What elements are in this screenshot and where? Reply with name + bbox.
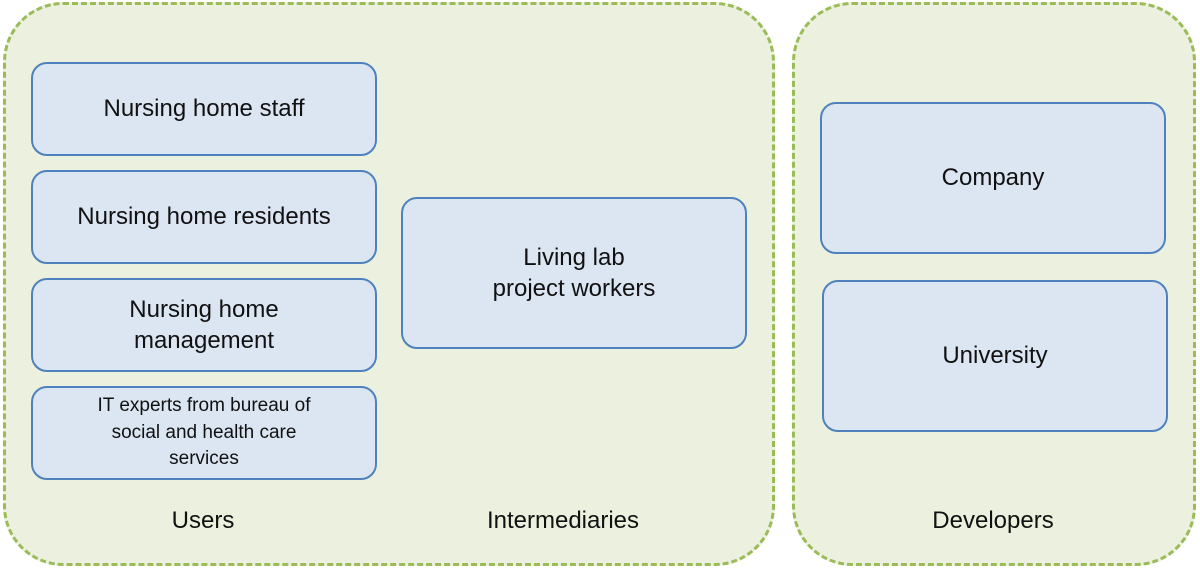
nursing-home-residents-label: Nursing home residents: [77, 203, 331, 231]
company-box: Company: [820, 102, 1166, 254]
intermediaries-group-label: Intermediaries: [486, 507, 640, 534]
living-lab-label-line-1: Living lab: [523, 243, 625, 271]
nursing-home-staff-box: Nursing home staff: [31, 62, 377, 156]
living-lab-label-line-2: project workers: [492, 275, 656, 302]
it-experts-label-line-3: services: [169, 448, 239, 470]
it-experts-label-line-1: IT experts from bureau of: [97, 395, 311, 417]
university-box: University: [822, 280, 1168, 432]
living-lab-project-workers-box: Living lab project workers: [401, 197, 747, 349]
university-label: University: [942, 342, 1048, 370]
nursing-home-staff-label: Nursing home staff: [103, 95, 305, 123]
developers-group-label: Developers: [932, 507, 1054, 534]
it-experts-label-line-2: social and health care: [111, 421, 297, 443]
company-label: Company: [941, 164, 1045, 192]
nursing-home-management-box: Nursing home management: [31, 278, 377, 372]
users-group-label: Users: [171, 507, 235, 534]
nursing-home-management-label-line-1: Nursing home: [129, 295, 279, 323]
nursing-home-management-label-line-2: management: [133, 327, 275, 354]
nursing-home-residents-box: Nursing home residents: [31, 170, 377, 264]
it-experts-box: IT experts from bureau of social and hea…: [31, 386, 377, 480]
